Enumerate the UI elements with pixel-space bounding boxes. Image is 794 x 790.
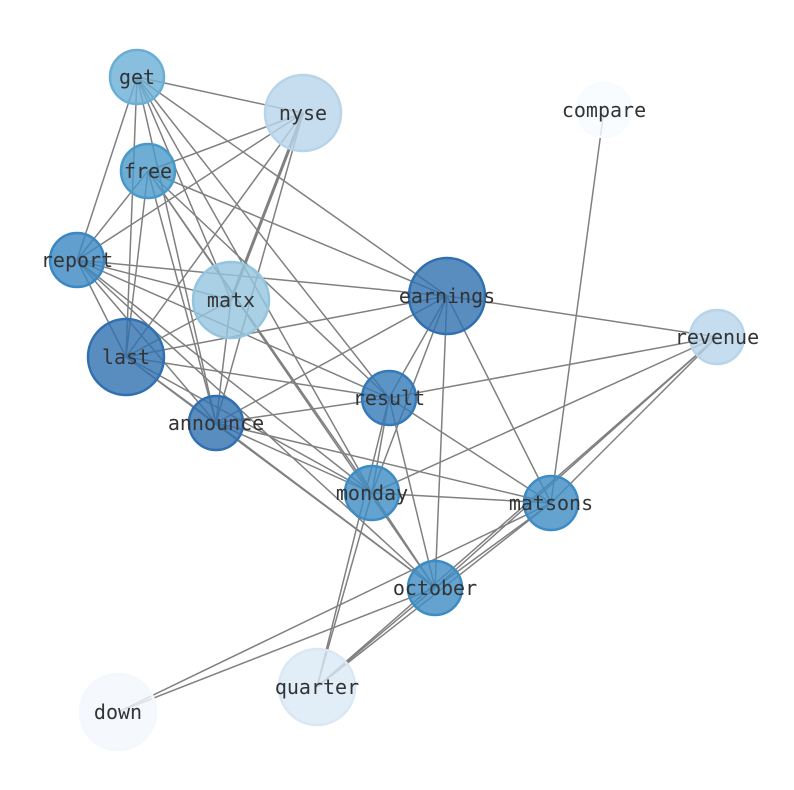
node-circle[interactable] [191, 260, 271, 340]
node-circle[interactable] [86, 317, 166, 397]
edge-last-result [125, 356, 390, 399]
edge-october-down [117, 587, 436, 713]
node-last[interactable]: last [86, 317, 166, 397]
node-label: result [353, 386, 425, 410]
edge-earnings-october [434, 295, 448, 589]
edge-get-last [125, 76, 138, 358]
node-matx[interactable]: matx [191, 260, 271, 340]
edge-get-report [76, 76, 138, 261]
node-announce[interactable]: announce [168, 394, 264, 452]
node-label: get [119, 65, 155, 89]
edge-free-result [147, 170, 390, 399]
node-label: free [124, 159, 172, 183]
node-circle[interactable] [119, 142, 177, 200]
node-monday[interactable]: monday [336, 464, 408, 522]
node-label: announce [168, 411, 264, 435]
node-circle[interactable] [407, 256, 487, 336]
node-circle[interactable] [108, 48, 166, 106]
edge-last-monday [125, 356, 373, 494]
node-circle[interactable] [575, 81, 633, 139]
node-circle[interactable] [688, 308, 746, 366]
edge-report-nyse [76, 112, 304, 261]
node-circle[interactable] [360, 369, 418, 427]
node-label: matsons [509, 491, 593, 515]
node-label: monday [336, 481, 408, 505]
node-circle[interactable] [343, 464, 401, 522]
edge-announce-monday [215, 422, 373, 494]
edge-get-announce [136, 76, 217, 424]
node-circle[interactable] [263, 73, 343, 153]
node-layer: get nyse compare free report matx earnings reve… [41, 48, 759, 752]
node-label: nyse [279, 101, 327, 125]
node-nyse[interactable]: nyse [263, 73, 343, 153]
node-circle[interactable] [78, 672, 158, 752]
node-report[interactable]: report [41, 231, 113, 289]
edge-revenue-quarter [316, 336, 718, 688]
edge-nyse-last [125, 112, 304, 358]
node-label: quarter [275, 675, 359, 699]
edge-get-result [136, 76, 390, 399]
node-quarter[interactable]: quarter [275, 647, 359, 727]
node-label: down [94, 700, 142, 724]
edge-earnings-revenue [446, 295, 718, 338]
edge-earnings-announce [215, 295, 448, 424]
edge-result-quarter [316, 397, 390, 688]
edge-report-october [76, 259, 436, 589]
edge-free-announce [147, 170, 217, 424]
edge-free-earnings [147, 170, 448, 297]
node-earnings[interactable]: earnings [399, 256, 495, 336]
node-down[interactable]: down [78, 672, 158, 752]
edge-layer [76, 76, 718, 713]
edge-announce-matsons [215, 422, 552, 504]
edge-revenue-result [388, 336, 718, 399]
edge-free-october [147, 170, 436, 589]
node-matsons[interactable]: matsons [509, 474, 593, 532]
node-label: last [102, 345, 150, 369]
node-label: earnings [399, 284, 495, 308]
node-label: compare [562, 98, 646, 122]
node-result[interactable]: result [353, 369, 425, 427]
edge-matsons-compare [550, 109, 605, 504]
node-label: matx [207, 288, 255, 312]
edge-monday-matsons [371, 492, 552, 504]
node-label: october [393, 576, 477, 600]
edge-revenue-october [434, 336, 718, 589]
edge-get-earnings [136, 76, 448, 297]
edge-report-monday [76, 259, 373, 494]
node-label: report [41, 248, 113, 272]
edge-result-matsons [388, 397, 552, 504]
edge-result-announce [215, 397, 390, 424]
node-circle[interactable] [48, 231, 106, 289]
edge-announce-october [215, 422, 436, 589]
node-free[interactable]: free [119, 142, 177, 200]
node-circle[interactable] [277, 647, 357, 727]
node-compare[interactable]: compare [562, 81, 646, 139]
node-circle[interactable] [522, 474, 580, 532]
edge-earnings-last [125, 295, 448, 358]
edge-matsons-down [117, 502, 552, 713]
node-get[interactable]: get [108, 48, 166, 106]
edge-revenue-monday [371, 336, 718, 494]
node-circle[interactable] [187, 394, 245, 452]
edge-nyse-announce [215, 112, 304, 424]
node-circle[interactable] [406, 559, 464, 617]
node-revenue[interactable]: revenue [675, 308, 759, 366]
edge-result-october [388, 397, 436, 589]
node-label: revenue [675, 325, 759, 349]
node-october[interactable]: october [393, 559, 477, 617]
edge-revenue-matsons [550, 336, 718, 504]
edge-get-matx [136, 76, 232, 301]
